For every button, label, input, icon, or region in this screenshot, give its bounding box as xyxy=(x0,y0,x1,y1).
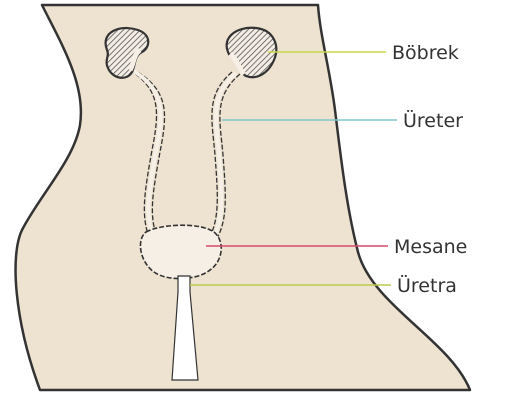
label-ureter: Üreter xyxy=(403,109,463,132)
label-bladder: Mesane xyxy=(394,236,467,258)
label-kidney: Böbrek xyxy=(392,42,459,64)
label-urethra: Üretra xyxy=(397,274,457,297)
bladder xyxy=(140,225,221,278)
